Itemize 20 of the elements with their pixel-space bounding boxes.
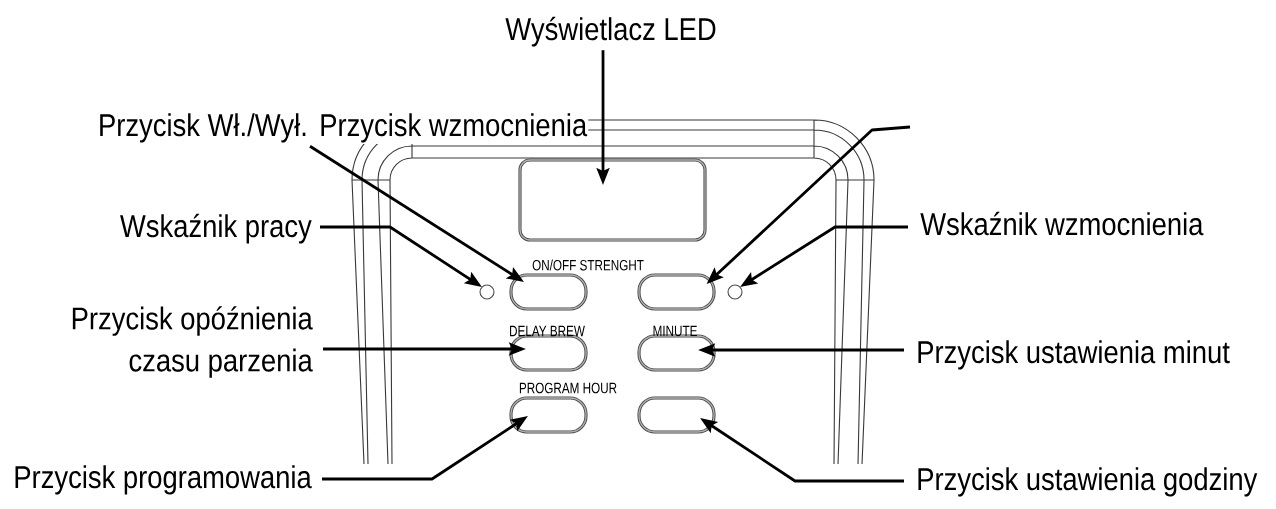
display-window (518, 158, 707, 242)
button-label: DELAY BREW (510, 325, 585, 337)
callout-label: Przycisk programowania (15, 465, 312, 495)
push-button (509, 396, 588, 434)
indicator-light (479, 284, 495, 300)
button-label: ON/OFF STRENGHT (532, 259, 644, 271)
callout-label: Przycisk ustawienia godziny (918, 467, 1258, 497)
callout-label: Przycisk wzmocnienia (318, 112, 589, 144)
callout-label: Wskaźnik pracy (120, 213, 312, 244)
push-button (509, 273, 588, 311)
push-button (637, 273, 716, 311)
button-label: MINUTE (653, 325, 697, 337)
push-button (637, 396, 716, 434)
callout-label: Przycisk opóźnienia czasu parzenia (72, 306, 313, 378)
callout-label: Wskaźnik wzmocnienia (920, 211, 1204, 236)
callout-label: Przycisk ustawienia minut (918, 340, 1230, 370)
callout-label: Wyświetlacz LED (505, 16, 716, 47)
callout-label: Przycisk Wł./Wył. (100, 113, 306, 143)
button-label: PROGRAM HOUR (519, 382, 617, 394)
indicator-light (727, 284, 743, 300)
